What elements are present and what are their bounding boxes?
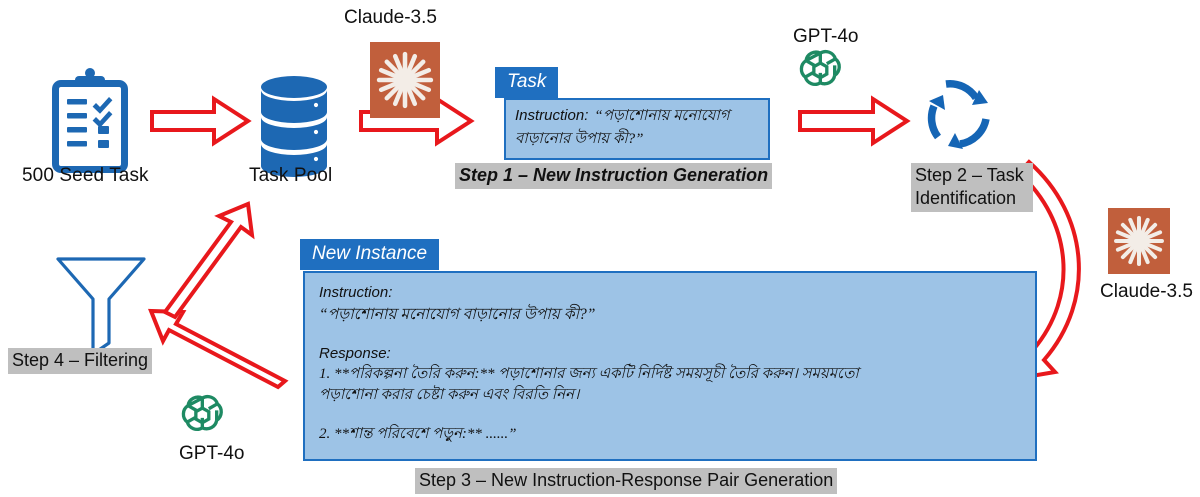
new-instance-instruction-label: Instruction: xyxy=(319,284,393,301)
arrow-seed-to-pool xyxy=(150,95,252,147)
step-2-tag-wrapper: Step 2 – Task Identification xyxy=(911,163,1033,213)
new-instance-response-item-1-line-1: 1. **পরিকল্পনা তৈরি করুন:** পড়াশোনার জন… xyxy=(319,365,859,382)
openai-logo-icon xyxy=(181,394,223,431)
claude-top-label: Claude-3.5 xyxy=(344,7,437,28)
new-instance-response-item-2: 2. **শান্ত পরিবেশে পড়ুন:** ......” xyxy=(319,425,517,442)
task-instruction-line-1: “পড়াশোনায় মনোযোগ xyxy=(594,108,730,124)
step-4-tag: Step 4 – Filtering xyxy=(8,348,153,375)
gpt-top-label: GPT-4o xyxy=(793,26,859,47)
task-instruction-line-2: বাড়ানোর উপায় কী?” xyxy=(515,130,644,147)
claude-right-label: Claude-3.5 xyxy=(1100,281,1193,302)
task-box-body: Instruction: “পড়াশোনায় মনোযোগ বাড়ানোর… xyxy=(504,98,770,160)
step-3-tag: Step 3 – New Instruction-Response Pair G… xyxy=(415,468,838,495)
task-box-title: Task xyxy=(495,67,559,98)
arrow-filter-to-pool xyxy=(161,201,255,320)
new-instance-instruction-text: “পড়াশোনায় মনোযোগ বাড়ানোর উপায় কী?” xyxy=(319,305,596,323)
clipboard-checklist-icon xyxy=(52,68,128,173)
openai-logo-icon xyxy=(799,49,841,86)
circular-refresh-arrowheads xyxy=(929,90,988,149)
claude-logo-icon xyxy=(370,42,440,118)
circular-refresh-arrows-icon xyxy=(927,80,990,148)
new-instance-box-title: New Instance xyxy=(300,239,440,270)
funnel-icon xyxy=(56,257,146,356)
arrow-task-to-identification xyxy=(798,95,911,147)
task-pool-label: Task Pool xyxy=(249,165,333,186)
step-4-tag-wrapper: Step 4 – Filtering xyxy=(8,348,153,375)
new-instance-box-body: Instruction: “পড়াশোনায় মনোযোগ বাড়ানোর… xyxy=(303,271,1037,461)
database-icon xyxy=(261,76,327,177)
task-instruction-label: Instruction: xyxy=(515,107,589,124)
gpt-bottom-label: GPT-4o xyxy=(179,443,245,464)
step-3-tag-wrapper: Step 3 – New Instruction-Response Pair G… xyxy=(415,468,838,495)
new-instance-response-item-1-line-2: পড়াশোনা করার চেষ্টা করুন এবং বিরতি নিন। xyxy=(319,387,580,404)
seed-task-label: 500 Seed Task xyxy=(22,165,149,186)
arrow-instance-to-filter xyxy=(148,308,289,390)
step-1-tag: Step 1 – New Instruction Generation xyxy=(455,163,773,190)
step-2-tag: Step 2 – Task Identification xyxy=(911,163,1033,213)
new-instance-response-label: Response: xyxy=(319,344,391,362)
step-1-tag-wrapper: Step 1 – New Instruction Generation xyxy=(455,163,773,190)
claude-logo-icon xyxy=(1108,208,1170,274)
